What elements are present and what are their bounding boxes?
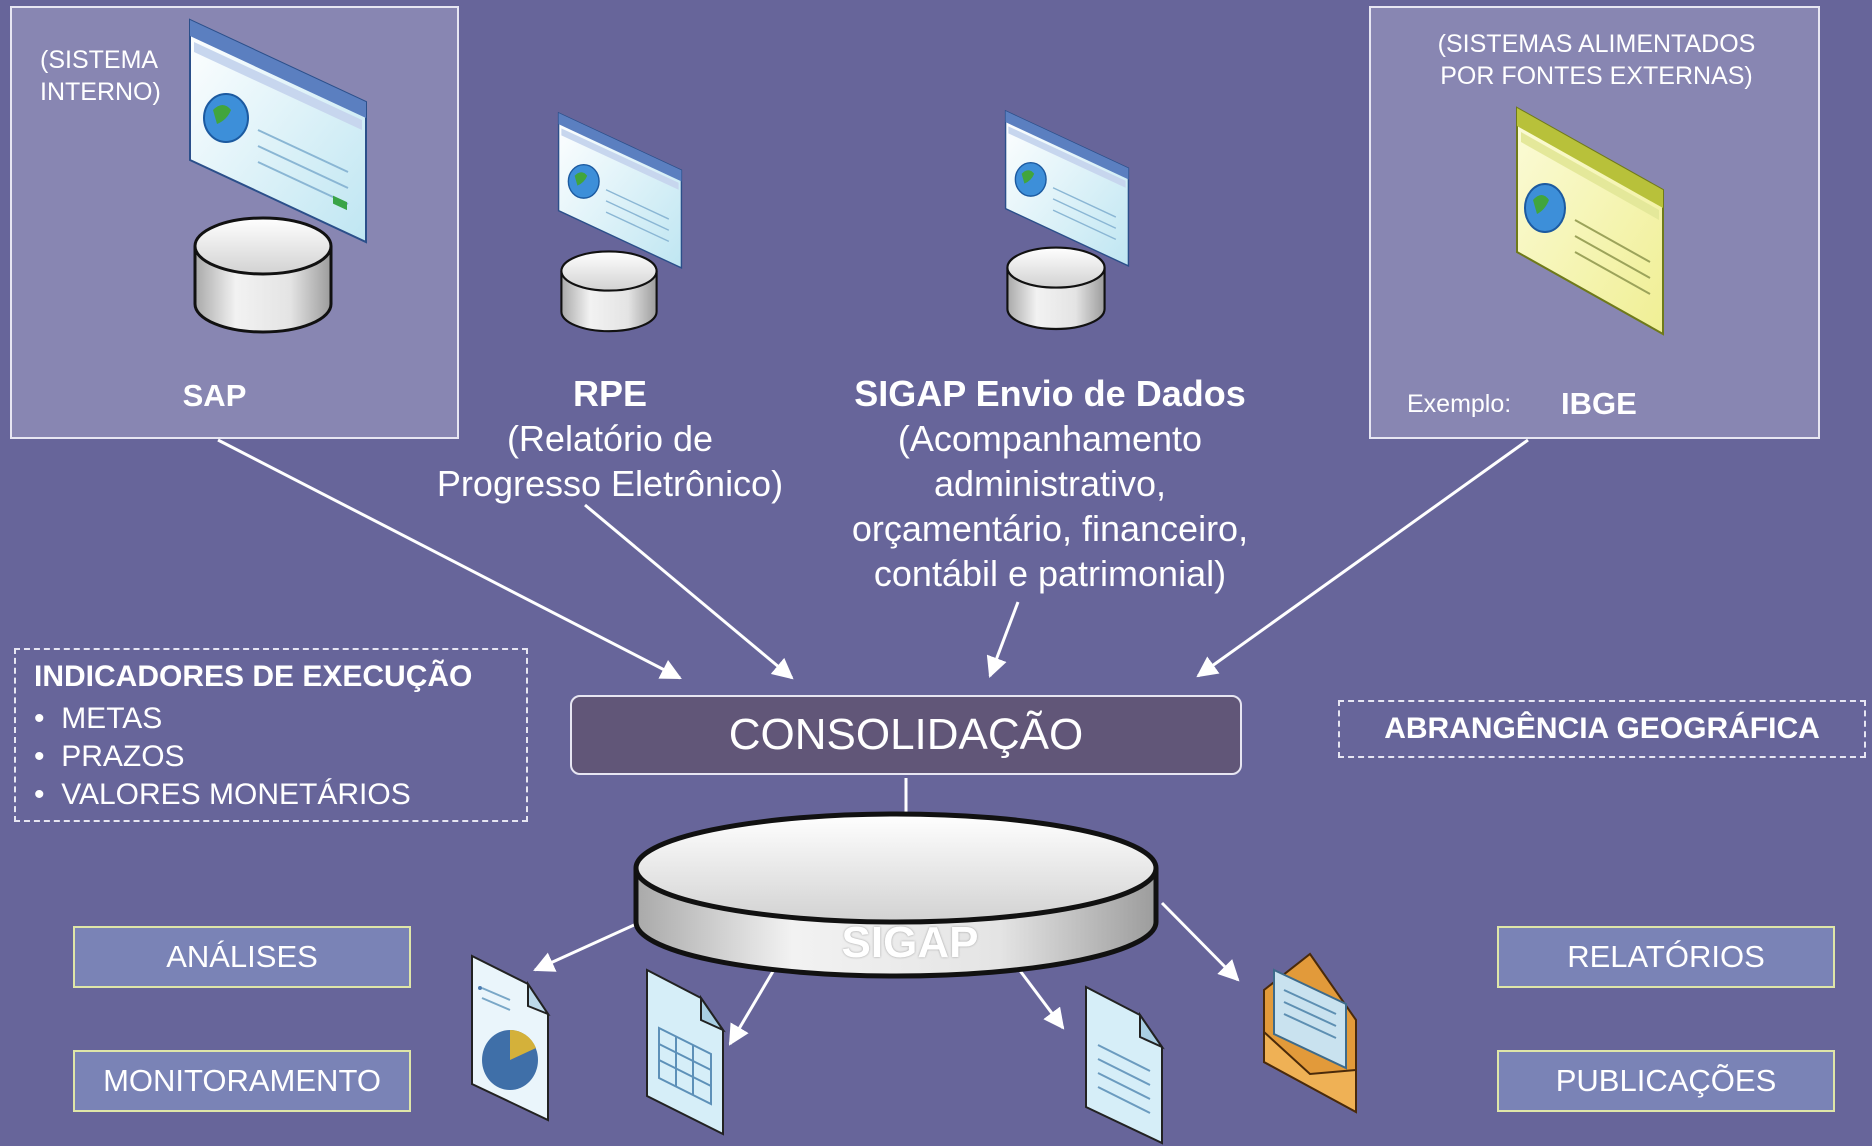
sigap-envio-desc-1: (Acompanhamento (897, 418, 1203, 459)
arrow-db-to-doc (1016, 967, 1065, 1030)
spreadsheet-document-icon (646, 968, 726, 1136)
monitoramento-tag: MONITORAMENTO (73, 1050, 411, 1112)
sigap-envio-desc-2: administrativo, (933, 463, 1167, 504)
database-cylinder-icon (1006, 246, 1106, 331)
analises-label: ANÁLISES (166, 939, 318, 974)
consolidacao-box: CONSOLIDAÇÃO (570, 695, 1242, 775)
text-document-icon (1085, 985, 1165, 1145)
indicadores-title: INDICADORES DE EXECUÇÃO (34, 660, 473, 693)
sigap-envio-label-group: SIGAP Envio de Dados (Acompanhamento adm… (820, 372, 1280, 596)
arrow-sigap-envio-to-consolidacao (986, 601, 1020, 678)
rpe-desc-1: (Relatório de (506, 418, 714, 459)
arrow-db-to-pie (533, 918, 646, 972)
sigap-envio-desc-4: contábil e patrimonial) (873, 553, 1227, 594)
database-cylinder-icon (560, 250, 658, 333)
analises-tag: ANÁLISES (73, 926, 411, 988)
screen-globe-icon (189, 18, 367, 244)
arrow-rpe-to-consolidacao (584, 503, 794, 680)
externos-note: (SISTEMAS ALIMENTADOS POR FONTES EXTERNA… (1437, 30, 1756, 90)
abrangencia-label: ABRANGÊNCIA GEOGRÁFICA (1384, 712, 1820, 745)
rpe-label-group: RPE (Relatório de Progresso Eletrônico) (410, 372, 810, 506)
list-item: • VALORES MONETÁRIOS (34, 778, 411, 811)
screen-globe-icon (1004, 109, 1130, 268)
rpe-desc-2: Progresso Eletrônico) (436, 463, 784, 504)
sigap-db-label: SIGAP (841, 918, 979, 967)
arrow-db-to-sheet (728, 967, 777, 1046)
relatorios-tag: RELATÓRIOS (1497, 926, 1835, 988)
pie-document-icon (471, 954, 551, 1122)
arrow-sap-to-consolidacao (217, 438, 682, 680)
relatorios-label: RELATÓRIOS (1567, 939, 1765, 974)
open-envelope-icon (1263, 952, 1357, 1114)
consolidacao-label: CONSOLIDAÇÃO (728, 710, 1084, 759)
arrow-db-to-envelope (1160, 901, 1240, 982)
externos-example-label: Exemplo: (1407, 390, 1512, 418)
yellow-screen-globe-icon (1516, 106, 1664, 336)
indicadores-list: • METAS • PRAZOS • VALORES MONETÁRIOS (34, 700, 411, 814)
list-item: • PRAZOS (34, 740, 185, 773)
abrangencia-box: ABRANGÊNCIA GEOGRÁFICA (1338, 700, 1866, 758)
rpe-title: RPE (572, 373, 648, 414)
screen-globe-icon (557, 111, 683, 270)
sigap-envio-desc-3: orçamentário, financeiro, (851, 508, 1249, 549)
indicadores-box: INDICADORES DE EXECUÇÃO • METAS • PRAZOS… (14, 648, 528, 822)
monitoramento-label: MONITORAMENTO (103, 1063, 381, 1098)
publicacoes-tag: PUBLICAÇÕES (1497, 1050, 1835, 1112)
database-cylinder-icon (193, 216, 333, 334)
publicacoes-label: PUBLICAÇÕES (1555, 1063, 1777, 1098)
database-cylinder-icon (633, 811, 1159, 979)
sap-label: SAP (182, 378, 247, 413)
sap-note: (SISTEMA INTERNO) (40, 46, 161, 106)
list-item: • METAS (34, 702, 163, 735)
sigap-envio-title: SIGAP Envio de Dados (854, 373, 1246, 414)
arrow-externos-to-consolidacao (1196, 438, 1529, 678)
externos-example-value: IBGE (1561, 386, 1637, 421)
